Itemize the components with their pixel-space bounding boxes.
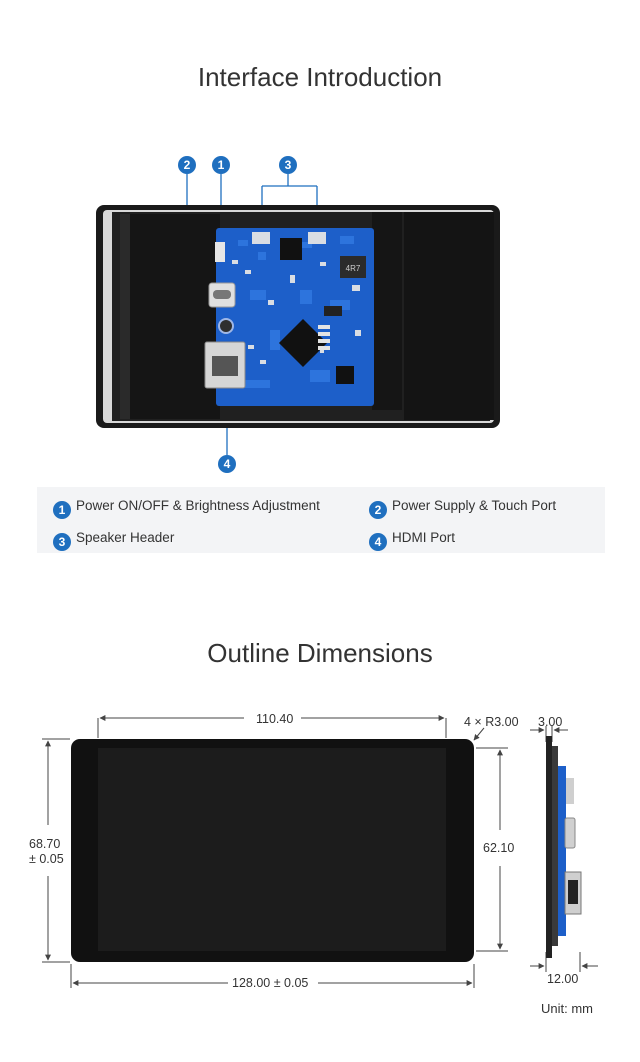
dim-corner-radius: 4 × R3.00	[464, 715, 519, 729]
tape-right	[404, 212, 494, 420]
legend-label-3: Speaker Header	[76, 530, 175, 545]
mount-hole	[218, 318, 234, 334]
legend-badge-3: 3	[53, 533, 71, 551]
inductor-label: 4R7	[346, 264, 361, 273]
outline-drawing	[42, 715, 598, 988]
legend-item-2: 2 Power Supply & Touch Port	[369, 496, 557, 519]
chip-controller	[278, 318, 328, 368]
callout-badge-2: 2	[178, 156, 196, 174]
pcb-board	[216, 228, 374, 406]
legend-label-1: Power ON/OFF & Brightness Adjustment	[76, 498, 320, 513]
dim-height-line2: ± 0.05	[29, 852, 64, 866]
legend-item-4: 4 HDMI Port	[369, 528, 456, 551]
dim-bottom-width: 128.00 ± 0.05	[232, 976, 309, 990]
dim-thickness: 3.00	[538, 715, 563, 729]
tape-middle	[372, 212, 402, 410]
dim-top-width: 110.40	[256, 712, 294, 726]
legend-label-2: Power Supply & Touch Port	[392, 498, 557, 513]
side-view-pcb	[558, 766, 566, 936]
chip-inductor	[340, 256, 366, 278]
dim-inner-height: 62.10	[483, 841, 515, 855]
outline-title: Outline Dimensions	[207, 638, 433, 668]
legend-item-1: 1 Power ON/OFF & Brightness Adjustment	[53, 496, 320, 519]
legend-item-3: 3 Speaker Header	[53, 528, 175, 551]
device-back-illustration: 4R7	[96, 174, 500, 455]
callout-badge-3: 3	[279, 156, 297, 174]
side-view-panel	[546, 736, 552, 958]
legend-badge-2: 2	[369, 501, 387, 519]
legend-badge-4: 4	[369, 533, 387, 551]
dim-side-width: 12.00	[547, 972, 579, 986]
unit-label: Unit: mm	[541, 1001, 593, 1016]
power-switch	[215, 242, 225, 262]
legend-label-4: HDMI Port	[392, 530, 456, 545]
interface-title: Interface Introduction	[197, 62, 443, 92]
callout-badge-4: 4	[218, 455, 236, 473]
chip-ic	[280, 238, 302, 260]
callout-badge-1: 1	[212, 156, 230, 174]
dim-height-line1: 68.70	[29, 837, 61, 851]
legend-badge-1: 1	[53, 501, 71, 519]
display-active-area	[98, 748, 446, 951]
